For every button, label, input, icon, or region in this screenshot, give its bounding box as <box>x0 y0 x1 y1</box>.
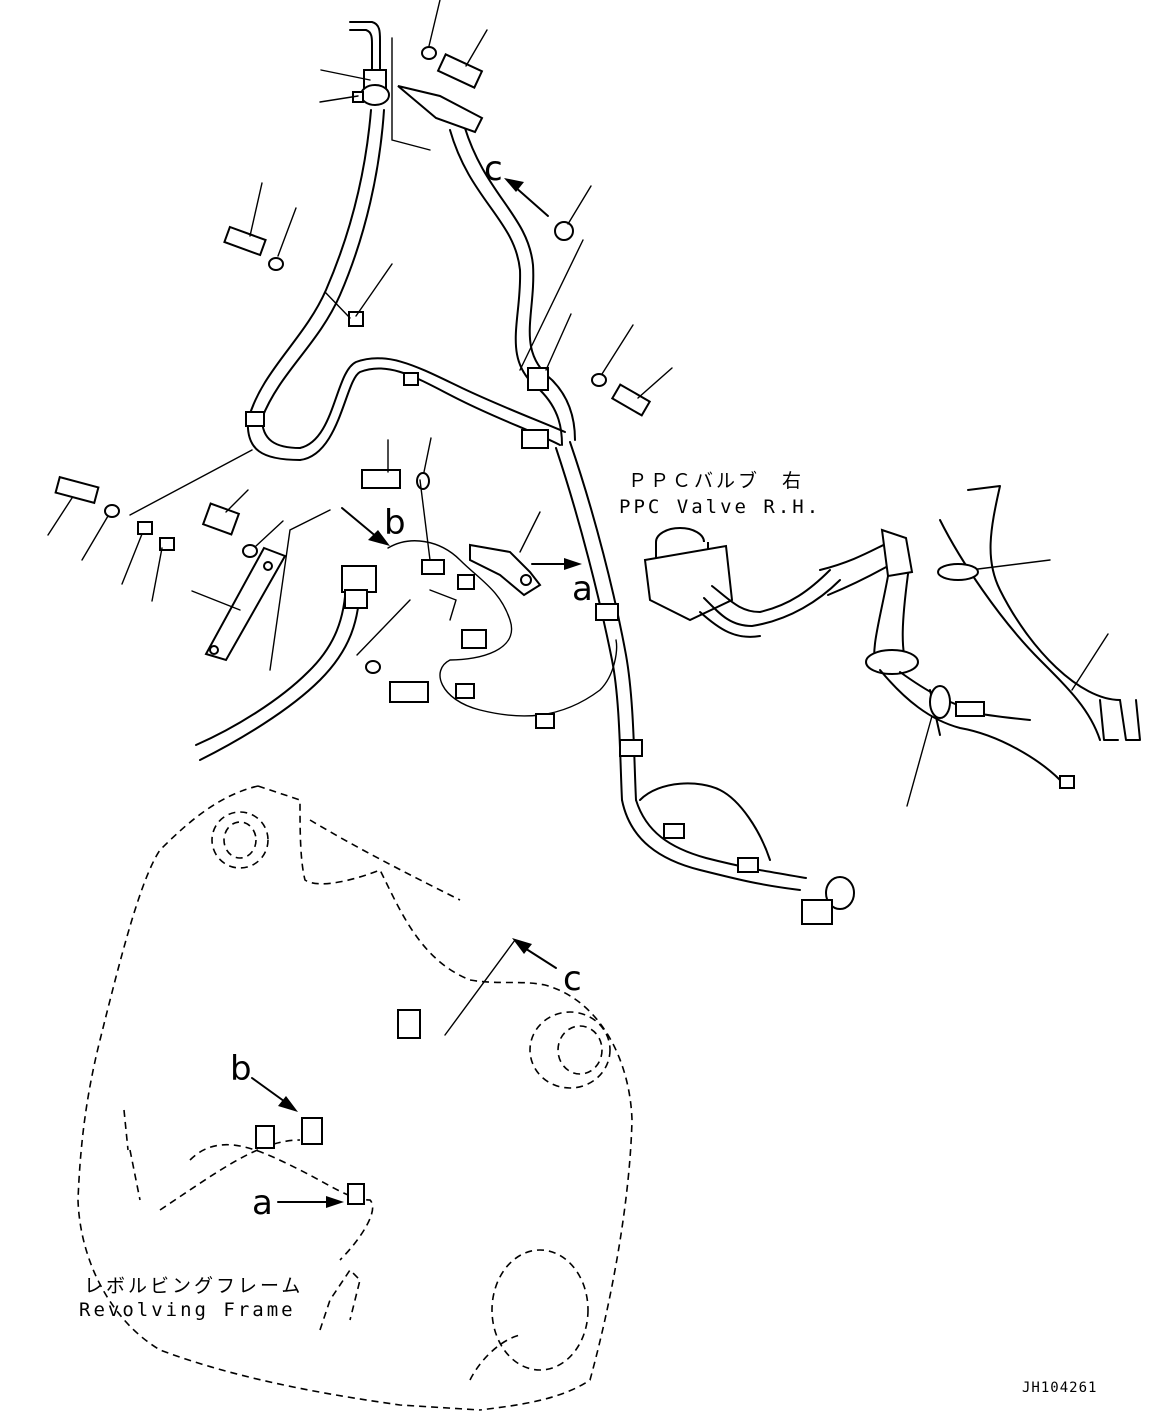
ppc-valve-label-en: PPC Valve R.H. <box>619 496 821 518</box>
mounting-bracket <box>397 85 484 134</box>
washer-icon <box>104 504 120 518</box>
washer-icon <box>365 660 381 674</box>
revolving-frame <box>77 785 633 1411</box>
nut-icon <box>159 537 175 551</box>
bolt-icon <box>54 475 100 505</box>
washer-icon <box>591 373 607 387</box>
washer-icon <box>421 46 437 60</box>
bolt-icon <box>223 225 267 257</box>
ppc-valve <box>643 485 1141 789</box>
frame-bracket-b <box>301 1117 323 1145</box>
frame-bracket-c <box>397 1009 421 1039</box>
hose-clamp-icon <box>360 84 390 106</box>
wiring-harness-upper <box>195 21 855 925</box>
marker-a-upper: a <box>572 569 593 609</box>
bolt-icon <box>436 53 484 89</box>
bolt-icon <box>361 469 401 489</box>
ppc-valve-label-jp: ＰＰＣバルブ 右 <box>628 469 804 492</box>
washer-icon <box>416 472 430 490</box>
nut-icon <box>348 311 364 327</box>
washer-icon <box>554 221 574 241</box>
washer-icon <box>268 257 284 271</box>
bolt-icon <box>389 681 429 703</box>
marker-c-lower: c <box>563 959 582 999</box>
washer-icon <box>242 544 258 558</box>
view-arrows-upper <box>341 178 582 570</box>
bolt-icon <box>610 383 652 417</box>
fasteners <box>54 46 652 703</box>
nut-icon <box>137 521 153 535</box>
marker-b-upper: b <box>384 503 406 543</box>
bracket-with-hole <box>469 543 542 597</box>
bolt-icon <box>201 502 241 536</box>
marker-b-lower: b <box>230 1049 252 1089</box>
view-arrows-lower <box>251 938 557 1208</box>
leader-lines <box>47 0 1109 807</box>
marker-c-upper: c <box>484 149 503 189</box>
drawing-code: JH104261 <box>1022 1380 1097 1396</box>
frame-bracket-a <box>347 1183 365 1205</box>
frame-label-en: Revolving Frame <box>79 1299 296 1321</box>
plug-connector <box>801 899 833 925</box>
frame-label-jp: レボルビングフレーム <box>84 1275 303 1297</box>
flat-bar <box>204 546 287 662</box>
marker-a-lower: a <box>252 1183 273 1223</box>
